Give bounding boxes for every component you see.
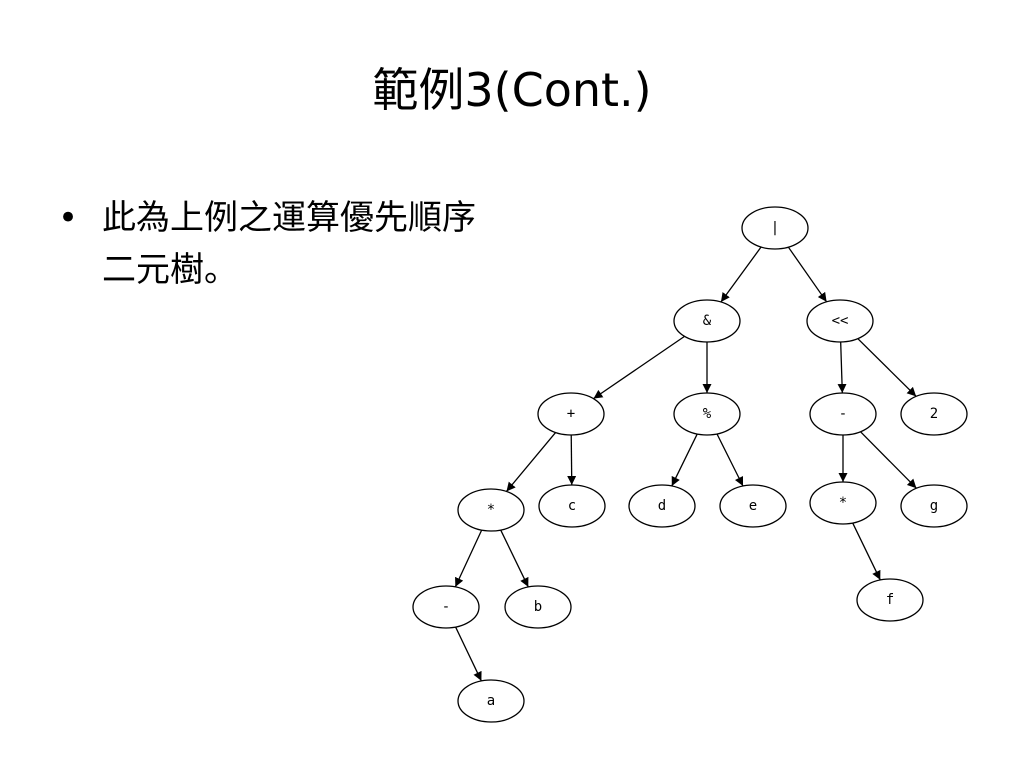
node-ellipse xyxy=(673,392,741,436)
tree-node-minus1: - xyxy=(809,392,877,436)
tree-nodes: | & << +% - 2 * c d e * g - b f a xyxy=(412,206,968,723)
node-ellipse xyxy=(856,578,924,622)
edge-arrow xyxy=(837,341,847,394)
edge-arrow xyxy=(505,432,557,492)
edge-arrow xyxy=(593,335,685,400)
node-ellipse xyxy=(537,392,605,436)
node-ellipse xyxy=(457,488,525,532)
tree-node-two: 2 xyxy=(900,392,968,436)
bullet-dot: • xyxy=(58,198,79,238)
tree-node-or: | xyxy=(741,206,809,250)
slide-title: 範例3(Cont.) xyxy=(372,63,652,117)
edge-mul2-to-f xyxy=(852,522,881,581)
tree-node-a: a xyxy=(457,679,525,723)
edge-arrow xyxy=(720,246,762,303)
node-ellipse xyxy=(900,484,968,528)
edge-arrow xyxy=(852,522,881,581)
tree-node-d: d xyxy=(628,484,696,528)
node-label: % xyxy=(703,406,712,422)
node-ellipse xyxy=(673,299,741,343)
node-label: g xyxy=(930,498,938,514)
node-ellipse xyxy=(628,484,696,528)
tree-node-minus2: - xyxy=(412,585,480,629)
node-label: | xyxy=(771,220,779,236)
tree-node-shl: << xyxy=(806,299,874,343)
edge-shl-to-two xyxy=(857,338,917,397)
node-label: c xyxy=(568,498,576,514)
node-label: & xyxy=(703,313,712,329)
tree-node-and: & xyxy=(673,299,741,343)
node-ellipse xyxy=(900,392,968,436)
tree-node-mul1: * xyxy=(457,488,525,532)
bullet-item: • 此為上例之運算優先順序 二元樹。 xyxy=(58,192,618,296)
tree-node-g: g xyxy=(900,484,968,528)
tree-node-c: c xyxy=(538,484,606,528)
node-label: + xyxy=(567,406,575,422)
tree-node-e: e xyxy=(719,484,787,528)
edge-arrow xyxy=(567,434,577,486)
node-ellipse xyxy=(741,206,809,250)
node-label: a xyxy=(487,693,495,709)
edge-or-to-and xyxy=(720,246,762,303)
tree-node-f: f xyxy=(856,578,924,622)
tree-node-mod: % xyxy=(673,392,741,436)
bullet-text-line-2: 二元樹。 xyxy=(102,250,238,290)
node-label: << xyxy=(832,313,849,329)
node-label: e xyxy=(749,498,757,514)
edge-arrow xyxy=(787,246,828,303)
edge-arrow xyxy=(671,433,698,487)
edge-or-to-shl xyxy=(787,246,828,303)
node-label: * xyxy=(487,502,495,518)
edge-arrow xyxy=(857,338,917,397)
node-ellipse xyxy=(809,392,877,436)
edge-arrow xyxy=(455,626,482,682)
edge-arrow xyxy=(500,529,529,588)
edge-mul1-to-minus2 xyxy=(454,529,483,588)
edge-mod-to-d xyxy=(671,433,698,487)
bullet-list: • 此為上例之運算優先順序 二元樹。 xyxy=(58,192,618,296)
tree-edges xyxy=(454,246,917,682)
node-label: f xyxy=(886,592,894,608)
node-ellipse xyxy=(719,484,787,528)
tree-node-mul2: * xyxy=(809,481,877,525)
edge-and-to-plus xyxy=(593,335,685,400)
node-ellipse xyxy=(412,585,480,629)
bullet-text-line-1: 此為上例之運算優先順序 xyxy=(102,198,476,238)
node-label: - xyxy=(442,599,450,615)
edge-arrow xyxy=(860,431,917,489)
node-label: - xyxy=(839,406,847,422)
node-ellipse xyxy=(809,481,877,525)
node-ellipse xyxy=(457,679,525,723)
node-label: d xyxy=(658,498,666,514)
node-label: b xyxy=(534,599,542,615)
edge-mul1-to-b xyxy=(500,529,529,588)
node-label: * xyxy=(839,495,847,511)
edge-plus-to-mul1 xyxy=(505,432,557,492)
edge-arrow xyxy=(454,529,483,588)
tree-node-plus: + xyxy=(537,392,605,436)
edge-minus1-to-g xyxy=(860,431,917,489)
edge-minus2-to-a xyxy=(455,626,482,682)
node-ellipse xyxy=(806,299,874,343)
node-ellipse xyxy=(538,484,606,528)
edge-shl-to-minus1 xyxy=(837,341,847,394)
node-label: 2 xyxy=(930,406,938,422)
edge-mod-to-e xyxy=(716,433,744,487)
tree-node-b: b xyxy=(504,585,572,629)
edge-arrow xyxy=(716,433,744,487)
node-ellipse xyxy=(504,585,572,629)
edge-plus-to-c xyxy=(567,434,577,486)
